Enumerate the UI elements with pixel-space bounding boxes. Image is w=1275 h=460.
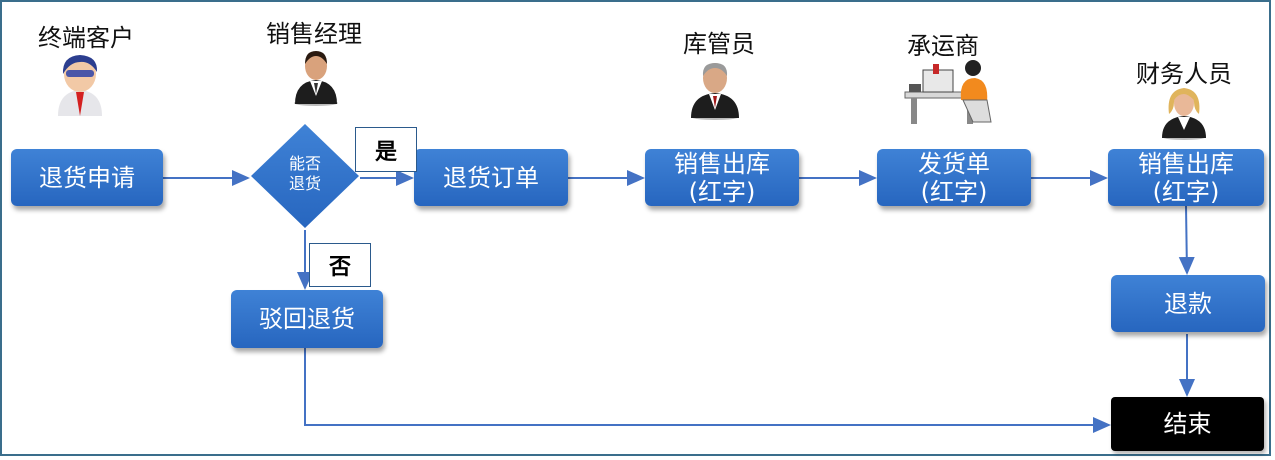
carrier-workstation-icon	[904, 60, 992, 124]
finance-woman-icon	[1162, 88, 1206, 140]
node-sales-outbound-red-finance-line2: (红字)	[1152, 177, 1220, 206]
decision-text-line1: 能否	[288, 154, 321, 173]
arrow-reject-to-end	[304, 348, 1111, 433]
role-label-customer: 终端客户	[38, 24, 134, 52]
node-sales-outbound-red-line2: (红字)	[688, 177, 756, 206]
node-refund[interactable]: 退款	[1111, 275, 1265, 332]
role-label-sales-manager: 销售经理	[266, 20, 362, 48]
node-delivery-note-red-line2: (红字)	[920, 177, 988, 206]
node-sales-outbound-red-line1: 销售出库	[674, 149, 770, 178]
node-sales-outbound-red-finance[interactable]: 销售出库 (红字)	[1108, 149, 1264, 206]
node-reject-return[interactable]: 驳回退货	[231, 290, 383, 348]
role-label-warehouse-keeper: 库管员	[683, 30, 755, 58]
decision-diamond[interactable]	[249, 122, 361, 230]
node-sales-outbound-red-finance-line1: 销售出库	[1138, 149, 1234, 178]
node-end[interactable]: 结束	[1111, 397, 1264, 451]
decision-text: 能否 退货	[275, 154, 335, 194]
role-label-carrier: 承运商	[907, 32, 979, 60]
yes-label: 是	[355, 127, 417, 172]
no-label: 否	[309, 243, 371, 287]
businessman-icon	[294, 51, 338, 106]
node-delivery-note-red-line1: 发货单	[918, 149, 990, 178]
node-return-request[interactable]: 退货申请	[11, 149, 163, 206]
role-label-finance: 财务人员	[1136, 60, 1232, 88]
warehouse-man-icon	[691, 63, 739, 120]
customer-person-icon	[58, 55, 102, 116]
arrow-finance-to-refund	[1178, 205, 1195, 275]
node-delivery-note-red[interactable]: 发货单 (红字)	[877, 149, 1031, 206]
node-return-order[interactable]: 退货订单	[414, 149, 568, 206]
decision-text-line2: 退货	[288, 174, 321, 193]
node-sales-outbound-red[interactable]: 销售出库 (红字)	[645, 149, 799, 206]
